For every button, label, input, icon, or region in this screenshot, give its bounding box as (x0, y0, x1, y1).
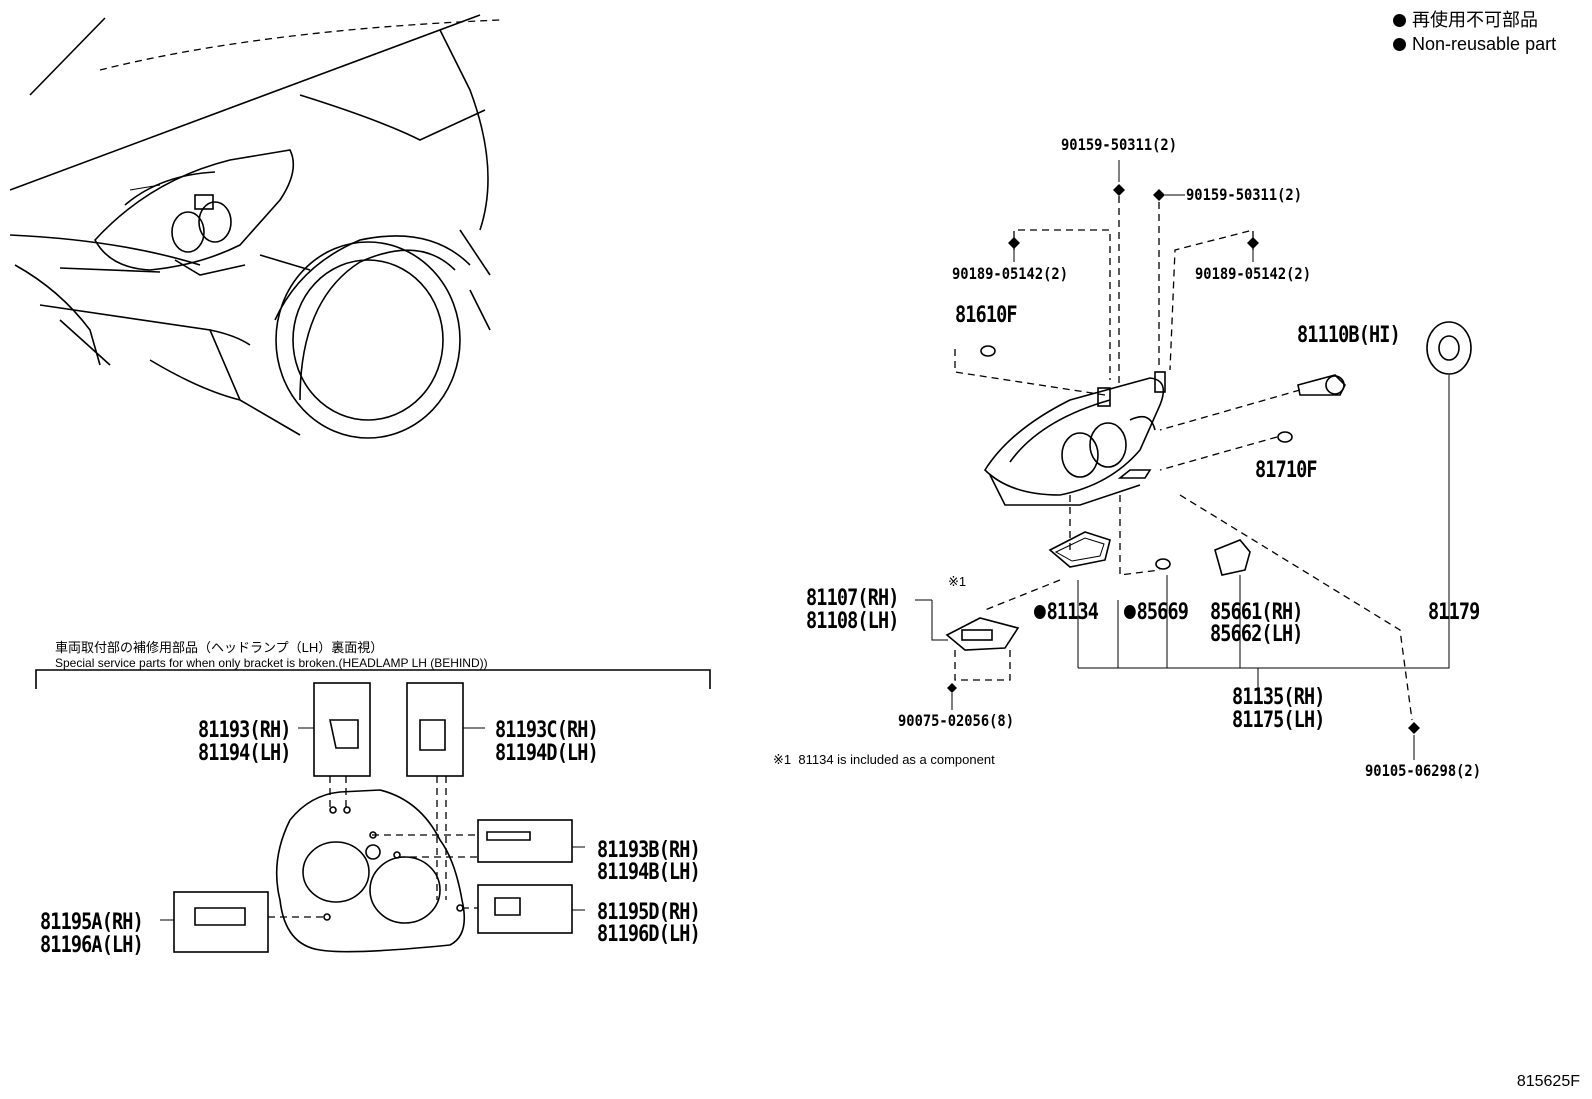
part-81710F[interactable]: 81710F (1255, 458, 1318, 483)
legend-jp: 再使用不可部品 (1412, 10, 1538, 30)
legend-en: Non-reusable part (1412, 34, 1557, 54)
filled-dot-icon (1393, 38, 1406, 51)
part-90075[interactable]: 90075-02056(8) (898, 711, 1014, 730)
part-81193B[interactable]: 81193B(RH) (597, 838, 701, 863)
part-81194D[interactable]: 81194D(LH) (495, 741, 599, 766)
part-85669[interactable]: 85669 (1124, 600, 1189, 625)
part-90105[interactable]: 90105-06298(2) (1365, 761, 1481, 780)
part-81193C[interactable]: 81193C(RH) (495, 718, 599, 743)
part-90189-left[interactable]: 90189-05142(2) (952, 264, 1068, 283)
section-title-en: Special service parts for when only brac… (55, 656, 488, 670)
part-81134[interactable]: 81134 (1034, 600, 1099, 625)
part-81135[interactable]: 81135(RH) (1232, 685, 1325, 710)
part-81108[interactable]: 81108(LH) (806, 609, 899, 634)
bracket-section-frame (35, 669, 711, 689)
part-81193[interactable]: 81193(RH) (198, 718, 291, 743)
part-81107[interactable]: 81107(RH) (806, 586, 899, 611)
part-90189-right[interactable]: 90189-05142(2) (1195, 264, 1311, 283)
part-81194B[interactable]: 81194B(LH) (597, 860, 701, 885)
leader-lines (915, 160, 1450, 760)
part-81175[interactable]: 81175(LH) (1232, 708, 1325, 733)
part-81610F[interactable]: 81610F (955, 303, 1018, 328)
part-81195D[interactable]: 81195D(RH) (597, 900, 701, 925)
part-90159-top[interactable]: 90159-50311(2) (1061, 135, 1177, 154)
non-reusable-dot-icon (1034, 605, 1046, 619)
part-81134-label: 81134 (1046, 600, 1099, 625)
part-81194[interactable]: 81194(LH) (198, 741, 291, 766)
part-81179[interactable]: 81179 (1428, 600, 1480, 625)
footnote: ※1 81134 is included as a component (773, 752, 995, 768)
part-81196D[interactable]: 81196D(LH) (597, 922, 701, 947)
part-81196A[interactable]: 81196A(LH) (40, 933, 144, 958)
bracket-housing-illustration (275, 789, 466, 953)
headlamp-assembly-illustration (983, 371, 1166, 506)
footnote-text: 81134 is included as a component (798, 752, 995, 767)
legend: 再使用不可部品 Non-reusable part (1393, 8, 1556, 56)
section-title-jp: 車両取付部の補修用部品（ヘッドランプ（LH）裏面視） (55, 640, 384, 655)
part-85662[interactable]: 85662(LH) (1210, 622, 1303, 647)
filled-dot-icon (1393, 14, 1406, 27)
part-90159-right[interactable]: 90159-50311(2) (1186, 185, 1302, 204)
footnote-mark: ※1 (773, 752, 792, 767)
vehicle-front-illustration (9, 14, 501, 439)
bracket-boxes (160, 682, 585, 953)
part-85661[interactable]: 85661(RH) (1210, 600, 1303, 625)
component-shapes (945, 184, 1472, 734)
diagram-code: 815625F (1516, 1073, 1580, 1090)
non-reusable-dot-icon (1124, 605, 1136, 619)
footnote-ref-mark: ※1 (948, 574, 967, 589)
part-85669-label: 85669 (1136, 600, 1189, 625)
part-81195A[interactable]: 81195A(RH) (40, 910, 144, 935)
part-81110B[interactable]: 81110B(HI) (1297, 323, 1401, 348)
